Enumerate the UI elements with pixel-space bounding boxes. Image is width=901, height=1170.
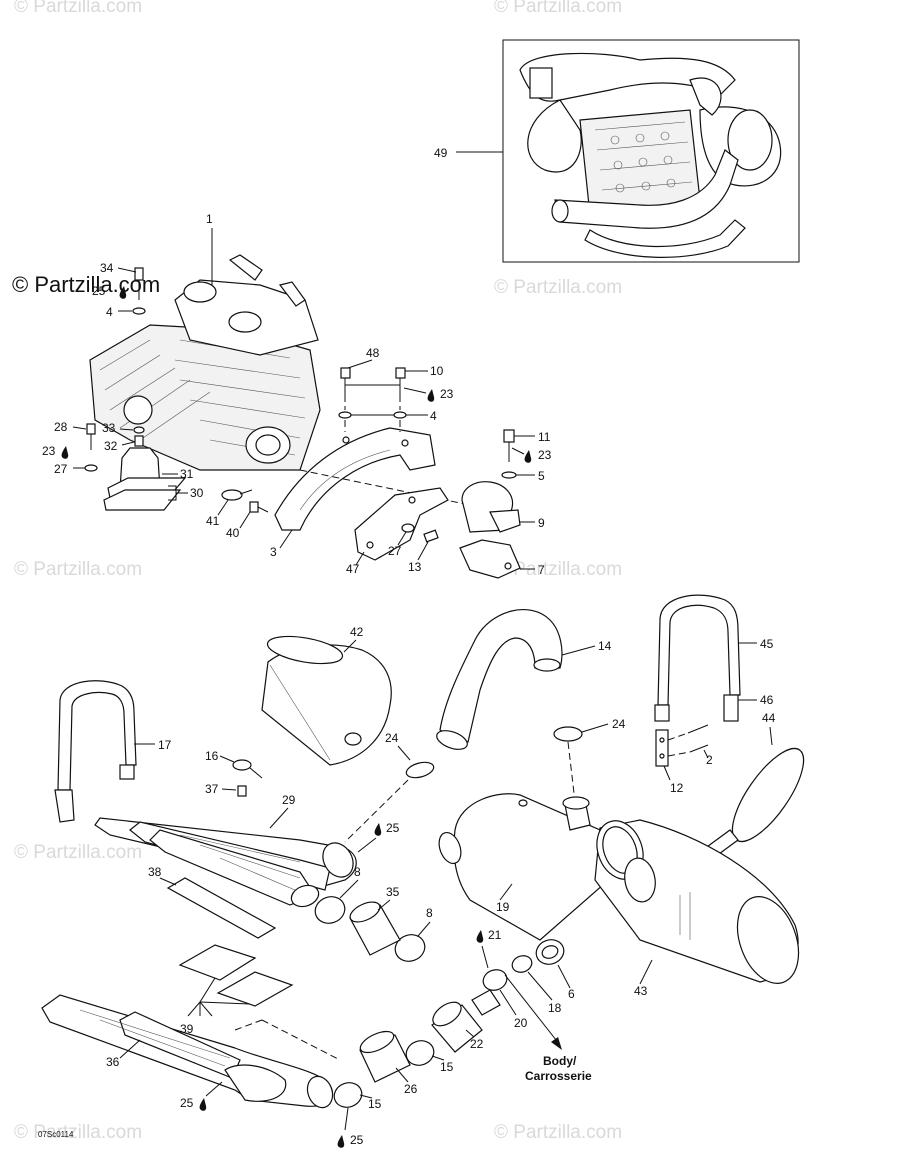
pad-38 (166, 877, 277, 939)
part-label-3: 3 (270, 545, 277, 559)
part-label-12: 12 (670, 781, 684, 795)
watermark: © Partzilla.com (14, 559, 142, 580)
lower-manifold-36 (41, 994, 334, 1109)
watermark: © Partzilla.com (494, 559, 622, 580)
part-label-36: 36 (106, 1055, 120, 1069)
part-label-4: 4 (106, 305, 113, 319)
part-label-27: 27 (54, 462, 68, 476)
part-label-11: 11 (538, 430, 551, 444)
part-label-16: 16 (205, 749, 219, 763)
part-label-27: 27 (388, 544, 402, 558)
part-label-23: 23 (42, 444, 56, 458)
callout-carrosserie: Carrosserie (525, 1069, 592, 1083)
resonator-43 (594, 819, 800, 984)
part-label-17: 17 (158, 738, 172, 752)
right-engine-mount (459, 429, 521, 579)
part-label-25: 25 (350, 1133, 364, 1147)
part-label-9: 9 (538, 516, 545, 530)
part-label-37: 37 (205, 782, 219, 796)
drawing-code: 07Sc0114 (38, 1130, 74, 1139)
plate-47 (354, 487, 449, 561)
part-label-14: 14 (598, 639, 612, 653)
watermark: © Partzilla.com (494, 0, 622, 17)
watermark: © Partzilla.com (14, 842, 142, 863)
muffler-19 (438, 793, 621, 941)
part-label-32: 32 (104, 439, 118, 453)
exhaust-elbow-14 (436, 609, 563, 750)
part-label-6: 6 (568, 987, 575, 1001)
part-label-20: 20 (514, 1016, 528, 1030)
part-label-24: 24 (612, 717, 626, 731)
part-label-25: 25 (180, 1096, 194, 1110)
part-label-40: 40 (226, 526, 240, 540)
part-label-33: 33 (102, 421, 116, 435)
gasket-ring-nut (482, 939, 565, 991)
left-upper-hardware (117, 267, 146, 315)
bracket-3 (274, 427, 436, 531)
tie-strap-44 (699, 747, 805, 863)
clip-and-screw (221, 489, 269, 513)
part-label-26: 26 (404, 1082, 418, 1096)
watermark: © Partzilla.com (14, 1122, 142, 1143)
part-label-47: 47 (346, 562, 360, 576)
part-label-38: 38 (148, 865, 162, 879)
part-label-2: 2 (706, 753, 713, 767)
part-label-4: 4 (430, 409, 437, 423)
part-label-49: 49 (434, 146, 448, 160)
part-label-19: 19 (496, 900, 510, 914)
watermarks: © Partzilla.com © Partzilla.com © Partzi… (14, 0, 622, 1143)
engine-assembly (89, 254, 321, 471)
part-label-46: 46 (760, 693, 774, 707)
part-label-10: 10 (430, 364, 444, 378)
part-label-44: 44 (762, 711, 776, 725)
part-label-13: 13 (408, 560, 422, 574)
part-label-15: 15 (440, 1060, 454, 1074)
sleeve-35 (349, 901, 401, 956)
part-label-29: 29 (282, 793, 296, 807)
part-label-25: 25 (386, 821, 400, 835)
part-label-35: 35 (386, 885, 400, 899)
part-label-21: 21 (488, 928, 502, 942)
inset-engine-view (502, 39, 800, 263)
part-label-41: 41 (206, 514, 220, 528)
part-label-5: 5 (538, 469, 545, 483)
part-label-30: 30 (190, 486, 204, 500)
pads-39 (178, 944, 294, 1007)
part-label-8: 8 (354, 865, 361, 879)
sleeve-26 (359, 1030, 411, 1083)
part-label-18: 18 (548, 1001, 562, 1015)
clamps-24 (405, 726, 583, 779)
watermark: © Partzilla.com (494, 1122, 622, 1143)
part-label-23: 23 (538, 448, 552, 462)
part-label-1: 1 (206, 212, 213, 226)
fitting-22 (431, 989, 501, 1053)
strap-clip-12 (655, 724, 709, 767)
part-label-8: 8 (426, 906, 433, 920)
part-label-7: 7 (538, 563, 545, 577)
watermark: © Partzilla.com (14, 0, 142, 17)
clamps-8 (314, 896, 426, 962)
part-label-15: 15 (368, 1097, 382, 1111)
strap-45 (654, 594, 741, 722)
part-label-45: 45 (760, 637, 774, 651)
muffler-canister-42 (261, 635, 392, 766)
part-label-34: 34 (100, 261, 114, 275)
callout-body: Body/ (543, 1054, 577, 1068)
part-label-43: 43 (634, 984, 648, 998)
left-engine-mount (84, 423, 187, 511)
part-label-23: 23 (440, 387, 454, 401)
exhaust-manifold-29 (94, 817, 357, 908)
part-label-31: 31 (180, 467, 194, 481)
strap-17 (54, 680, 137, 823)
watermark: © Partzilla.com (494, 277, 622, 298)
part-label-22: 22 (470, 1037, 484, 1051)
bracket-bolts (338, 367, 407, 432)
clip-16-screw-37 (232, 759, 263, 797)
part-label-28: 28 (54, 420, 68, 434)
part-label-42: 42 (350, 625, 364, 639)
part-label-25: 25 (92, 284, 106, 298)
part-label-24: 24 (385, 731, 399, 745)
part-label-48: 48 (366, 346, 380, 360)
